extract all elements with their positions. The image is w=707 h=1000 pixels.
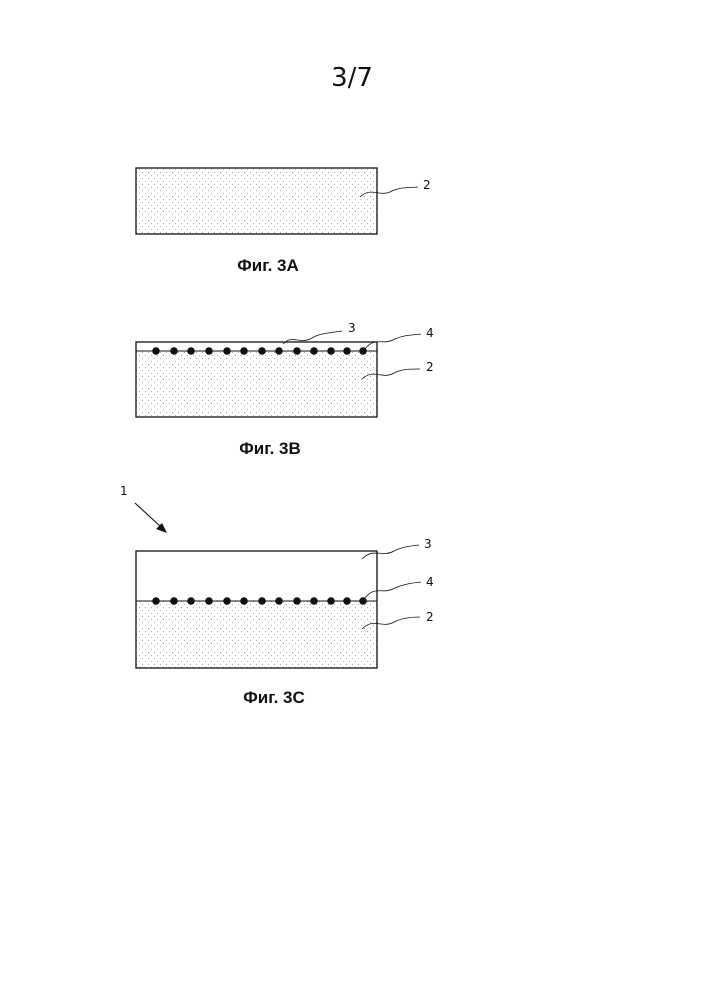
particle-3c-01 [152,597,160,605]
particle-3c-12 [343,597,351,605]
figure-3a: 2 Фиг. 3A [136,168,431,275]
ref-label-1-3c: 1 [120,484,128,498]
figure-caption-3a: Фиг. 3A [237,256,299,275]
figure-caption-3c: Фиг. 3C [243,688,305,707]
substrate-2-3c [136,601,377,668]
particle-3b-01 [152,347,160,355]
ref-label-2-3c: 2 [426,610,434,624]
particle-3b-10 [310,347,318,355]
page-number: 3/7 [331,63,373,93]
ref-label-3-3b: 3 [348,321,356,335]
particle-3c-10 [310,597,318,605]
particle-3b-03 [187,347,195,355]
device-arrow-shaft [135,503,161,527]
particle-3b-06 [240,347,248,355]
particle-3c-06 [240,597,248,605]
layer-3-3c [136,551,377,601]
particle-3b-09 [293,347,301,355]
figure-3c: 1 3 4 2 Фиг. 3C [120,484,434,707]
particle-3b-08 [275,347,283,355]
ref-label-4-3b: 4 [426,326,434,340]
particle-3c-07 [258,597,266,605]
particle-3b-02 [170,347,178,355]
ref-label-3-3c: 3 [424,537,432,551]
ref-label-4-3c: 4 [426,575,434,589]
substrate-2-3a [136,168,377,234]
ref-label-2-3b: 2 [426,360,434,374]
particle-3b-05 [223,347,231,355]
particle-3c-11 [327,597,335,605]
particle-3c-09 [293,597,301,605]
particle-3c-04 [205,597,213,605]
substrate-2-3b [136,351,377,417]
particle-3c-03 [187,597,195,605]
particle-3c-02 [170,597,178,605]
particle-3c-13 [359,597,367,605]
particle-3c-08 [275,597,283,605]
figure-3b: 3 4 2 Фиг. 3B [136,321,434,458]
particle-3b-07 [258,347,266,355]
particle-3b-12 [343,347,351,355]
particle-3c-05 [223,597,231,605]
ref-label-2-3a: 2 [423,178,431,192]
particle-3b-04 [205,347,213,355]
particle-3b-11 [327,347,335,355]
figure-caption-3b: Фиг. 3B [239,439,301,458]
